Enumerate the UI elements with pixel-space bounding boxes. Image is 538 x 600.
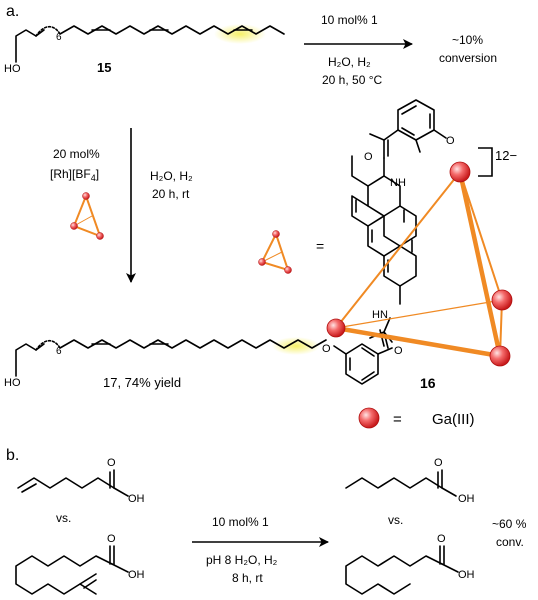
ga-vertex-top <box>449 161 471 183</box>
o-label-1: O <box>107 457 116 469</box>
arrow-b-line1: 10 mol% 1 <box>212 515 269 529</box>
hexenoic-acid-structure <box>17 469 129 497</box>
charge-label: 12− <box>495 148 517 163</box>
nh-bottom-label: HN <box>372 309 388 321</box>
ho-label-15: HO <box>4 63 21 75</box>
conv-line2: conv. <box>496 535 524 549</box>
subscript-6-bottom: 6 <box>56 346 62 357</box>
conv-line1: ~60 % <box>492 517 527 531</box>
o-bottom-right: O <box>394 345 403 357</box>
equals-sign-cage: = <box>316 238 324 254</box>
o-bottom-left: O <box>322 343 331 355</box>
product-17-label: 17, 74% yield <box>103 375 181 390</box>
alkene-highlight-15 <box>214 24 266 44</box>
section-a-label: a. <box>6 3 19 20</box>
arrow-a-line3: 20 h, 50 °C <box>322 73 383 87</box>
o-top-right: O <box>446 135 455 147</box>
down-right-line2: 20 h, rt <box>152 187 190 201</box>
undecenoic-acid-structure <box>15 545 129 595</box>
cage-tetrahedron-icon <box>258 230 292 274</box>
arrow-a-line1: 10 mol% 1 <box>321 13 378 27</box>
vs-left: vs. <box>56 511 71 525</box>
undecanoic-acid-structure <box>345 545 459 595</box>
oh-label-1: OH <box>128 493 145 505</box>
compound-17-structure <box>15 339 327 377</box>
o-label-3: O <box>434 457 443 469</box>
charge-bracket <box>478 147 493 177</box>
ga-legend-equals: = <box>393 411 402 428</box>
oh-label-4: OH <box>458 569 475 581</box>
arrow-b-line3: 8 h, rt <box>232 571 263 585</box>
section-b-label: b. <box>6 447 19 464</box>
result-a-line1: ~10% <box>452 33 483 47</box>
alkyl-highlight-17 <box>272 337 320 355</box>
ga-vertex-left <box>326 318 346 338</box>
compound-15-label: 15 <box>97 60 111 75</box>
oh-label-3: OH <box>458 493 475 505</box>
ga-legend-ball <box>358 407 380 429</box>
o-top-left: O <box>364 151 373 163</box>
ho-label-17: HO <box>4 377 21 389</box>
compound-15-structure <box>15 25 285 63</box>
arrow-b-line2: pH 8 H₂O, H₂ <box>206 553 278 567</box>
result-a-line2: conversion <box>439 51 497 65</box>
ga-legend-label: Ga(III) <box>432 411 475 428</box>
vs-right: vs. <box>388 513 403 527</box>
subscript-6-top: 6 <box>56 32 62 43</box>
down-right-line1: H₂O, H₂ <box>150 169 193 183</box>
cage-tetrahedron-icon-small <box>70 192 104 240</box>
cage-16-label: 16 <box>420 375 436 391</box>
ligand-structure <box>333 99 447 385</box>
ga-vertex-bottom <box>489 345 511 367</box>
hexanoic-acid-structure <box>345 469 457 497</box>
oh-label-2: OH <box>128 569 145 581</box>
down-left-line1: 20 mol% <box>53 147 100 161</box>
o-label-2: O <box>107 533 116 545</box>
cage-tetrahedron-large <box>333 169 503 359</box>
nh-top-label: NH <box>390 177 406 189</box>
ga-vertex-right <box>491 289 513 311</box>
down-left-line2: [Rh][BF4] <box>50 167 99 183</box>
o-label-4: O <box>437 533 446 545</box>
arrow-a-line2: H₂O, H₂ <box>328 55 371 69</box>
